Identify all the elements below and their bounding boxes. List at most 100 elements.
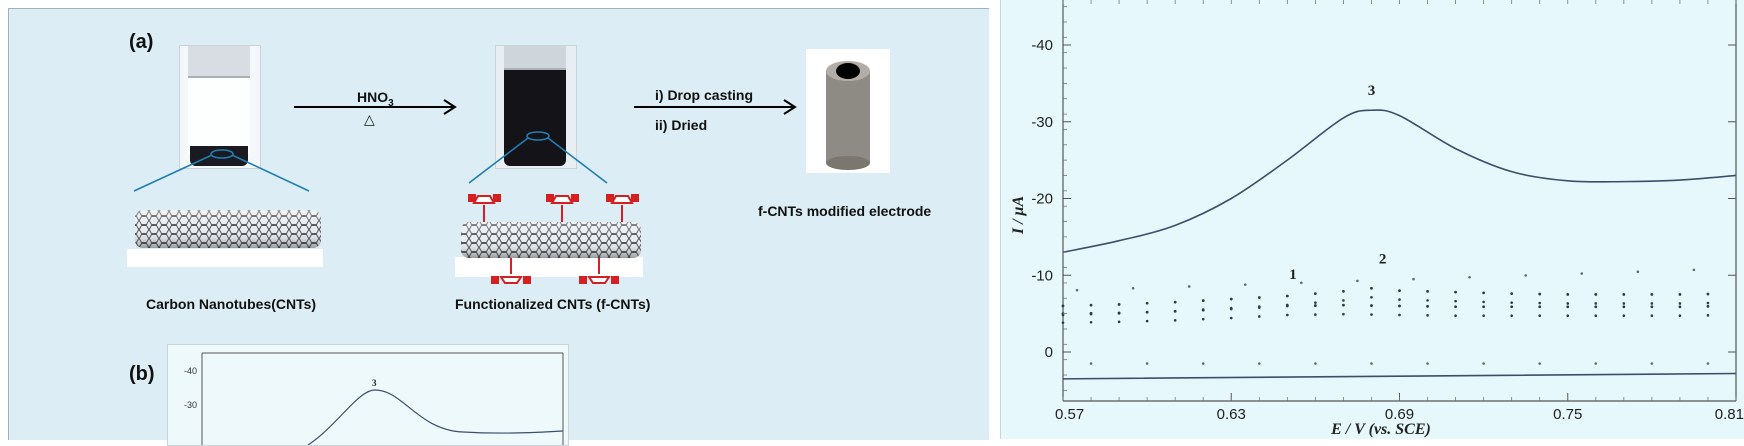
cnt-vial-photo (179, 45, 261, 169)
thumb-tick-40: -40 (184, 366, 197, 376)
series-1-point (1201, 308, 1205, 312)
series-2-point (1482, 300, 1485, 304)
scheme-graphics (127, 99, 797, 284)
series-1-point (1538, 314, 1542, 318)
series-1-point (1650, 314, 1654, 318)
series-2-point (1678, 293, 1682, 296)
electrode-caption: f-CNTs modified electrode (758, 203, 932, 219)
series-2-point (1229, 297, 1233, 301)
series-1-point (1482, 305, 1486, 309)
baseline-point (1538, 362, 1542, 365)
series-1-point (1201, 317, 1205, 321)
series-1-point (1342, 303, 1345, 307)
series-2-point (1650, 302, 1654, 305)
series-2-point (1426, 299, 1429, 302)
series-1-point (1285, 304, 1289, 308)
baseline-point (1089, 362, 1093, 365)
series-2-point (1706, 292, 1710, 296)
baseline-point (1706, 362, 1710, 365)
series-2-point (1285, 294, 1289, 298)
series-2-point (1566, 302, 1570, 305)
panel-a-label: (a) (129, 31, 154, 53)
scheme-panel: (a) (8, 8, 989, 446)
series-1-point (1342, 312, 1345, 316)
series-1-point (1089, 311, 1093, 315)
series-1-point (1538, 305, 1542, 309)
series-2-point (1370, 295, 1373, 299)
baseline-point (1650, 362, 1654, 365)
baseline-point (1145, 362, 1149, 365)
series-1-point (1145, 319, 1149, 323)
series-1-point (1566, 314, 1570, 318)
series-1-point (1370, 313, 1373, 316)
thumb-tick-30: -30 (184, 400, 197, 410)
series-1-point (1229, 307, 1233, 311)
series-2-point (1426, 289, 1429, 293)
series-2-point (1117, 303, 1121, 306)
series-2-point (1622, 302, 1626, 305)
y-tick-label: -40 (1031, 37, 1053, 54)
series-1-point (1594, 314, 1598, 318)
step1-reagent-subscript: 3 (388, 97, 394, 109)
series-1-point (1678, 314, 1682, 318)
series-1-point (1594, 305, 1598, 309)
fcnt-caption: Functionalized CNTs (f-CNTs) (455, 296, 651, 312)
curve-label-3: 3 (1368, 83, 1376, 99)
baseline-point (1314, 362, 1317, 365)
step1-reagent-main: HNO (357, 89, 389, 105)
electrode-drawing (826, 61, 870, 170)
x-tick-label: 0.63 (1217, 406, 1246, 423)
plot-thumbnail: -40 -30 3 (167, 344, 569, 446)
series-2-point (1173, 300, 1177, 304)
series-2-point (1089, 303, 1093, 307)
series-1-point (1678, 305, 1682, 309)
baseline-point (1370, 362, 1373, 365)
series-2-upper-point (1243, 283, 1247, 286)
series-1-point (1426, 304, 1429, 308)
series-2-point (1706, 301, 1710, 305)
y-axis-label: I / μA (1010, 196, 1027, 236)
series-2-upper-point (1468, 275, 1471, 279)
series-1-point (1257, 306, 1261, 309)
series-1-point (1510, 305, 1514, 309)
series-2-point (1061, 304, 1065, 308)
series-1-point (1286, 313, 1289, 317)
series-2-point (1650, 293, 1654, 296)
step1-reagent: HNO3 (357, 89, 394, 109)
fcnt-vial-photo (495, 45, 577, 169)
thumbnail-graphics: -40 -30 3 (184, 352, 564, 445)
functional-groups (468, 194, 639, 284)
step2-line2: ii) Dried (655, 117, 708, 133)
curve-label-2: 2 (1379, 252, 1387, 268)
series-2-upper-point (1636, 270, 1640, 274)
series-2-point (1510, 292, 1514, 296)
series-2-point (1342, 289, 1345, 293)
x-tick-label: 0.75 (1553, 406, 1582, 423)
series-2-point (1594, 293, 1598, 296)
series-2-point (1454, 290, 1457, 294)
series-2-point (1370, 286, 1373, 290)
step2-line1: i) Drop casting (655, 87, 754, 103)
series-1-point (1482, 314, 1485, 318)
baseline-line (1062, 372, 1737, 380)
series-1-point (1566, 305, 1570, 309)
series-1-point (1314, 313, 1317, 316)
series-1-point (1398, 304, 1401, 308)
series-2-point (1201, 299, 1205, 302)
series-1-point (1650, 305, 1654, 309)
series-1-point (1622, 305, 1626, 309)
baseline-point (1201, 362, 1205, 365)
baseline-point (1257, 362, 1261, 365)
x-tick-label: 0.69 (1385, 406, 1414, 423)
y-tick-label: -10 (1031, 267, 1053, 284)
series-2-point (1538, 292, 1542, 296)
thumb-curve (307, 389, 564, 445)
series-2-point (1622, 293, 1626, 296)
series-2-upper-point (1187, 285, 1191, 288)
x-tick-label: 0.57 (1055, 406, 1084, 423)
series-2-point (1342, 299, 1345, 302)
thumb-curve-label: 3 (372, 378, 377, 388)
series-2-upper-point (1131, 286, 1135, 290)
series-1-point (1089, 320, 1093, 324)
